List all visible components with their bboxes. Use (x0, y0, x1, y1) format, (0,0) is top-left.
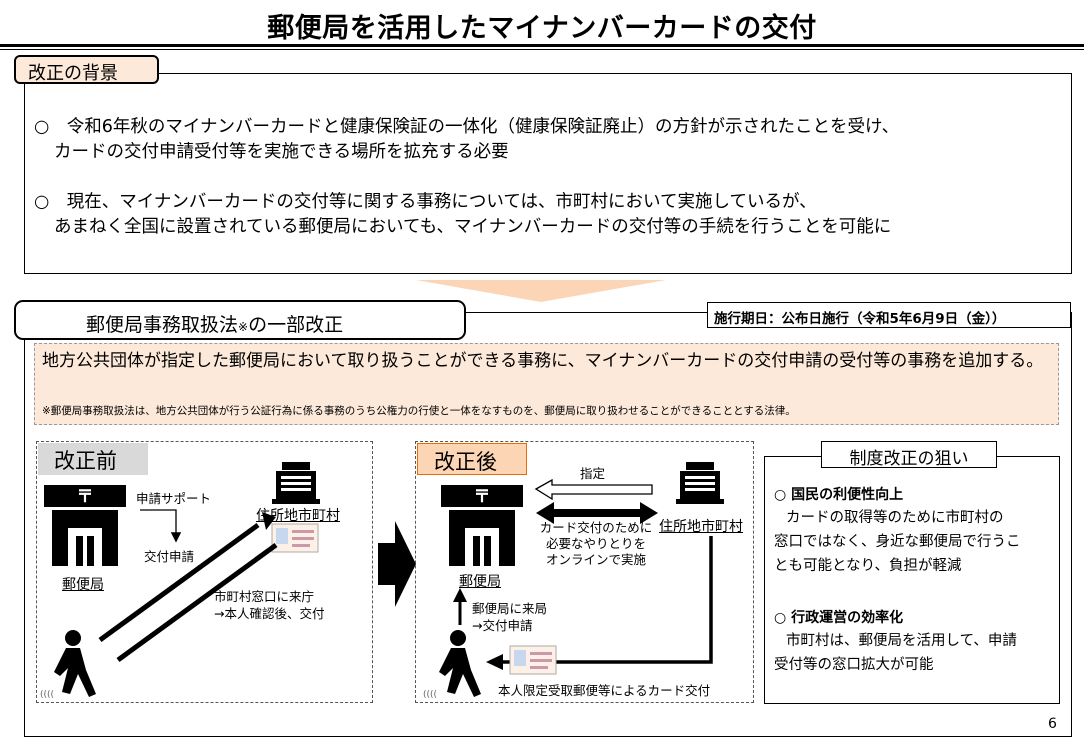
aim-1-line-3: とも可能となり、負担が軽減 (774, 558, 962, 574)
svg-text:((((: (((( (40, 690, 54, 700)
amendment-box (24, 312, 1072, 737)
mynumber-card-icon (271, 523, 319, 553)
before-heading: 改正前 (38, 443, 148, 475)
aim-2-heading: ○ 行政運営の効率化 (774, 610, 904, 626)
background-tab: 改正の背景 (14, 55, 159, 84)
background-point-2-line-1: ○ 現在、マイナンバーカードの交付等に関する事務については、市町村において実施し… (34, 192, 817, 212)
online-line-2: 必要なやりとりを (545, 536, 646, 551)
aim-2-text: 市町村は、郵便局を活用して、申請 受付等の窓口拡大が可能 (774, 629, 1056, 677)
summary-text: 地方公共団体が指定した郵便局において取り扱うことができる事務に、マイナンバーカー… (42, 351, 1044, 371)
designation-arrow (534, 478, 653, 501)
after-visit-line-2: →交付申請 (472, 618, 533, 633)
amendment-tab: 郵便局事務取扱法※の一部改正 (14, 300, 466, 340)
aim-2-line-1: 市町村は、郵便局を活用して、申請 (786, 633, 1017, 649)
aim-1-text: カードの取得等のために市町村の 窓口ではなく、身近な郵便局で行うこ とも可能とな… (774, 506, 1056, 578)
svg-text:((((: (((( (423, 690, 437, 700)
effective-date: 施行期日：公布日施行（令和5年6月9日（金）） (707, 302, 1071, 328)
after-visit-line-1: 郵便局に来局 (472, 601, 548, 616)
online-line-1: カード交付のために (539, 520, 653, 535)
aim-2-line-2: 受付等の窓口拡大が可能 (774, 657, 934, 673)
visit-arrow-upper (98, 522, 260, 643)
title-rule-thin (0, 49, 1084, 50)
delivery-line (502, 536, 713, 664)
title-rule (0, 44, 1084, 47)
post-office-icon: 〒 (44, 485, 126, 566)
online-exchange-arrow (536, 502, 658, 524)
background-point-1-line-2: カードの交付申請受付等を実施できる場所を拡充する必要 (54, 142, 509, 162)
svg-text:〒: 〒 (77, 487, 94, 507)
post-office-icon: 〒 (441, 485, 523, 566)
aim-1-heading: ○ 国民の利便性向上 (774, 487, 904, 503)
application-label: 交付申請 (144, 549, 195, 564)
after-heading: 改正後 (417, 443, 527, 475)
transition-arrow-area (378, 516, 418, 606)
walking-person-icon: (((( (40, 630, 96, 700)
svg-text:〒: 〒 (474, 487, 491, 507)
page-number: 6 (1048, 716, 1057, 732)
down-arrow-icon (416, 280, 666, 302)
aims-title: 制度改正の狙い (821, 441, 997, 469)
designation-label: 指定 (580, 466, 606, 481)
aim-1-line-2: 窓口ではなく、身近な郵便局で行うこ (774, 534, 1021, 550)
transition-arrow-icon (378, 521, 416, 607)
walking-person-icon: (((( (423, 630, 481, 700)
delivery-label: 本人限定受取郵便等によるカード交付 (498, 683, 711, 698)
page-title: 郵便局を活用したマイナンバーカードの交付 (267, 13, 817, 44)
delivery-arrowhead (486, 654, 503, 670)
municipality-building-icon (272, 462, 320, 504)
amendment-tab-label: 郵便局事務取扱法 (86, 314, 239, 336)
aim-1-line-1: カードの取得等のために市町村の (786, 510, 1004, 526)
municipality-building-icon (676, 462, 724, 504)
mynumber-card-icon (509, 645, 557, 675)
background-point-1-line-1: ○ 令和6年秋のマイナンバーカードと健康保険証の一体化（健康保険証廃止）の方針が… (34, 117, 900, 137)
before-visit-line-2: →本人確認後、交付 (214, 606, 325, 621)
support-arrow (140, 509, 182, 543)
amendment-tab-mark: ※ (238, 320, 249, 334)
after-visit-note: 郵便局に来局 →交付申請 (472, 600, 547, 634)
online-note: カード交付のために 必要なやりとりを オンラインで実施 (530, 520, 662, 568)
online-line-3: オンラインで実施 (545, 552, 646, 567)
amendment-tab-suffix: の一部改正 (248, 314, 344, 336)
background-point-2: ○ 現在、マイナンバーカードの交付等に関する事務については、市町村において実施し… (34, 190, 891, 240)
before-visit-note: 市町村窓口に来庁 →本人確認後、交付 (214, 588, 324, 622)
after-panel (415, 441, 754, 703)
summary-box (34, 343, 1059, 425)
after-municipality-label: 住所地市町村 (659, 519, 743, 535)
summary-note: ※郵便局事務取扱法は、地方公共団体が行う公証行為に係る事務のうち公権力の行使と一… (42, 405, 796, 417)
before-visit-line-1: 市町村窓口に来庁 (214, 589, 315, 604)
visit-post-arrowhead (453, 588, 467, 602)
before-municipality-label: 住所地市町村 (256, 508, 340, 524)
before-post-office-label: 郵便局 (62, 577, 104, 593)
background-point-2-line-2: あまねく全国に設置されている郵便局においても、マイナンバーカードの交付等の手続を… (54, 217, 892, 237)
support-label: 申請サポート (136, 491, 212, 506)
before-panel (36, 441, 373, 703)
visit-arrow-lower (116, 542, 278, 663)
background-point-1: ○ 令和6年秋のマイナンバーカードと健康保険証の一体化（健康保険証廃止）の方針が… (34, 115, 899, 165)
visit-arrowhead (262, 512, 276, 530)
after-post-office-label: 郵便局 (459, 574, 501, 590)
background-box (24, 73, 1072, 274)
